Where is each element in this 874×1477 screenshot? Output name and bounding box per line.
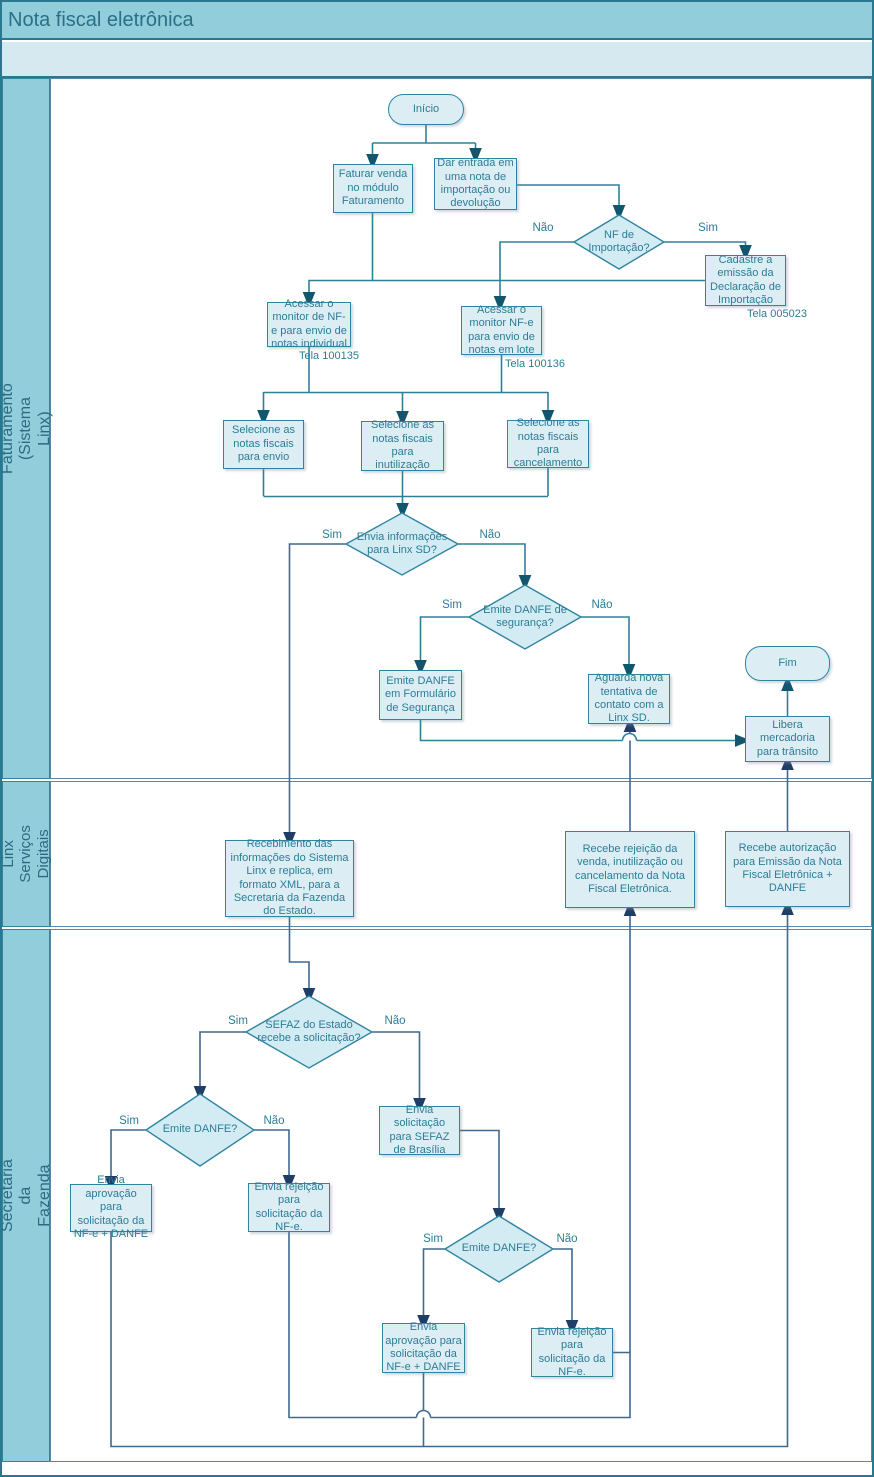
lane-label-linx-servicos: Linx Serviços Digitais <box>0 781 52 927</box>
terminator-fim: Fim <box>745 646 830 681</box>
lane-label-secretaria: Secretaria da Fazenda <box>2 929 52 1462</box>
node-text: Acessar o monitor NF-e para envio de not… <box>468 303 535 356</box>
edge-label-nao-nf-importacao: Não <box>532 222 554 234</box>
node-text: Envia aprovação para solicitação da NF-e… <box>73 1174 149 1241</box>
node-text: Fim <box>778 656 797 669</box>
node-text: Selecione as notas fiscais para cancelam… <box>513 417 583 470</box>
annotation-tela-lote: Tela 100136 <box>505 358 565 370</box>
process-faturar-venda: Faturar venda no módulo Faturamento <box>333 164 413 213</box>
process-dar-entrada-nota: Dar entrada em uma nota de importação ou… <box>434 157 517 210</box>
process-cadastre-declaracao-importacao: Cadastre a emissão da Declaração de Impo… <box>705 253 786 306</box>
process-selecione-envio: Selecione as notas fiscais para envio <box>223 420 304 469</box>
node-text: Envia solicitação para SEFAZ de Brasília <box>389 1103 450 1156</box>
annotation-tela-cadastro: Tela 005023 <box>747 308 807 320</box>
process-monitor-nfe-individual: Acessar o monitor de NF-e para envio de … <box>267 298 351 350</box>
process-recebe-autorizacao: Recebe autorização para Emissão da Nota … <box>725 831 850 907</box>
edge-label-nao-sefaz-estado: Não <box>384 1015 406 1027</box>
page-title: Nota fiscal eletrônica <box>2 2 872 40</box>
edge-label-sim-danfe-brasilia: Sim <box>423 1233 443 1245</box>
annotation-tela-individual: Tela 100135 <box>299 350 359 362</box>
decision-text-emite-danfe-estado: Emite DANFE? <box>162 1123 238 1136</box>
decision-text-envia-informacoes: Envia informações para Linx SD? <box>356 530 448 556</box>
node-text: Faturar venda no módulo Faturamento <box>338 168 408 208</box>
node-text: Acessar o monitor de NF-e para envio de … <box>271 297 347 350</box>
decision-text-emite-danfe-seguranca: Emite DANFE de segurança? <box>483 603 567 629</box>
node-text: Envia rejeição para solicitação da NF-e. <box>254 1180 324 1233</box>
process-monitor-nfe-lote: Acessar o monitor NF-e para envio de not… <box>461 303 542 356</box>
node-text: Envia aprovação para solicitação da NF-e… <box>385 1321 462 1374</box>
process-envia-rejeicao-estado: Envia rejeição para solicitação da NF-e. <box>248 1180 330 1233</box>
node-text: Aguarda nova tentativa de contato com a … <box>594 672 664 725</box>
process-selecione-cancelamento: Selecione as notas fiscais para cancelam… <box>507 417 589 470</box>
decision-text-nf-importacao: NF de Importação? <box>588 228 650 254</box>
decision-text-sefaz-estado: SEFAZ do Estado recebe a solicitação? <box>257 1018 361 1044</box>
process-envia-solicitacao-sefaz-brasilia: Envia solicitação para SEFAZ de Brasília <box>379 1103 460 1156</box>
node-text: Emite DANFE em Formulário de Segurança <box>385 674 456 714</box>
process-emite-danfe-formulario: Emite DANFE em Formulário de Segurança <box>379 670 462 720</box>
edge-label-nao-envia-informacoes: Não <box>479 529 501 541</box>
terminator-inicio: Início <box>388 94 464 125</box>
process-recebe-rejeicao: Recebe rejeição da venda, inutilização o… <box>565 831 695 908</box>
process-aguarda-nova-tentativa: Aguarda nova tentativa de contato com a … <box>588 672 670 725</box>
node-text: Recebe autorização para Emissão da Nota … <box>733 842 842 895</box>
node-text: Cadastre a emissão da Declaração de Impo… <box>710 253 781 306</box>
edge-label-sim-danfe-estado: Sim <box>119 1115 139 1127</box>
lane-body-secretaria <box>50 929 872 1462</box>
lane-label-text: Linx Serviços Digitais <box>0 825 52 883</box>
edge-label-sim-danfe-seguranca: Sim <box>442 599 462 611</box>
node-text: Início <box>412 102 440 115</box>
lane-label-text: Faturamento (Sistema Linx) <box>0 383 53 474</box>
header-subband <box>2 42 872 78</box>
edge-label-sim-sefaz-estado: Sim <box>228 1015 248 1027</box>
process-envia-aprovacao-estado: Envia aprovação para solicitação da NF-e… <box>70 1174 152 1240</box>
lane-label-text: Secretaria da Fazenda <box>0 1159 53 1232</box>
process-selecione-inutilizacao: Selecione as notas fiscais para inutiliz… <box>361 419 444 472</box>
edge-label-sim-envia-informacoes: Sim <box>322 529 342 541</box>
node-text: Envia rejeição para solicitação da NF-e. <box>537 1325 607 1378</box>
node-text: Libera mercadoria para trânsito <box>756 718 819 758</box>
decision-text-emite-danfe-brasilia: Emite DANFE? <box>461 1242 537 1255</box>
edge-label-sim-nf-importacao: Sim <box>698 222 718 234</box>
node-text: Selecione as notas fiscais para inutiliz… <box>371 419 434 472</box>
node-text: Recebe rejeição da venda, inutilização o… <box>574 842 686 895</box>
process-envia-rejeicao-brasilia: Envia rejeição para solicitação da NF-e. <box>531 1325 613 1378</box>
node-text: Dar entrada em uma nota de importação ou… <box>437 157 514 210</box>
node-text: Recebimento das informações do Sistema L… <box>230 838 349 918</box>
process-envia-aprovacao-brasilia: Envia aprovação para solicitação da NF-e… <box>382 1321 465 1374</box>
edge-label-nao-danfe-seguranca: Não <box>591 599 613 611</box>
process-recebimento-informacoes: Recebimento das informações do Sistema L… <box>225 838 354 918</box>
lane-label-faturamento: Faturamento (Sistema Linx) <box>2 78 52 779</box>
edge-label-nao-danfe-brasilia: Não <box>556 1233 578 1245</box>
node-text: Selecione as notas fiscais para envio <box>232 424 295 464</box>
edge-label-nao-danfe-estado: Não <box>263 1115 285 1127</box>
process-libera-mercadoria: Libera mercadoria para trânsito <box>745 716 830 762</box>
